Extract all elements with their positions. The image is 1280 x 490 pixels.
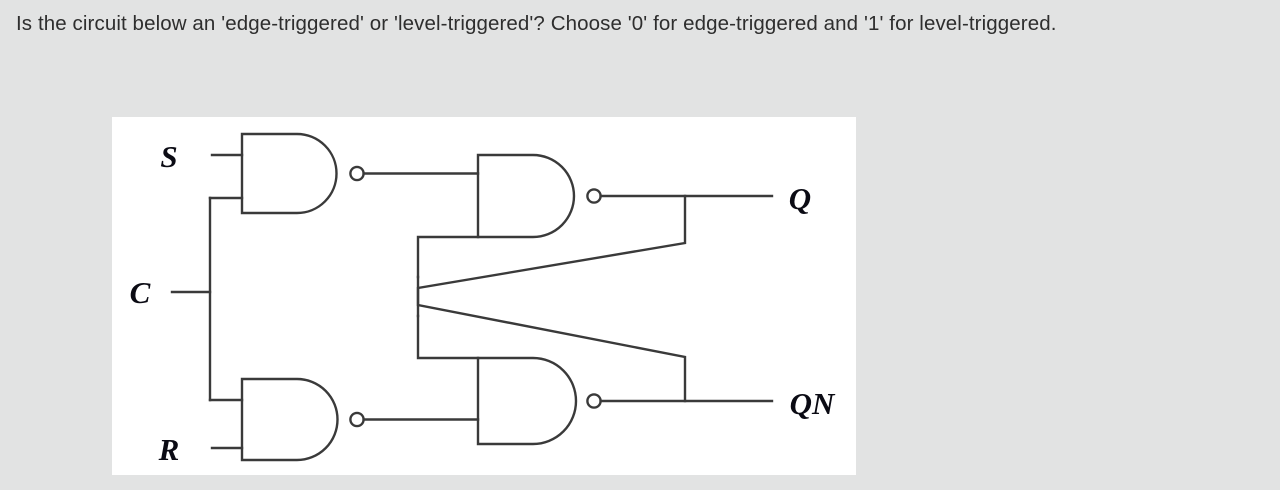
- wire-feedback-qn-rail: [416, 235, 480, 279]
- label-c: C: [130, 275, 151, 310]
- wire-feedback-q-to-nand-qn: [416, 194, 687, 318]
- label-qn: QN: [790, 386, 836, 421]
- nand-gate-qn-body: [476, 356, 578, 446]
- nand-gate-qn-bubble: [586, 393, 602, 409]
- nand-gate-r-body: [240, 377, 339, 462]
- label-r: R: [158, 432, 180, 467]
- circuit-figure-panel: S C R Q QN: [112, 117, 856, 475]
- label-s: S: [160, 139, 177, 174]
- wire-feedback-q-rail: [416, 314, 480, 360]
- nand-gate-q-body: [476, 153, 576, 239]
- label-q: Q: [789, 181, 811, 216]
- circuit-diagram: S C R Q QN: [130, 132, 836, 467]
- nand-gate-q-bubble: [586, 188, 602, 204]
- nand-gate-s-body: [240, 132, 338, 215]
- nand-gate-r-bubble: [349, 411, 365, 428]
- circuit-wires: [170, 132, 774, 462]
- question-text: Is the circuit below an 'edge-triggered'…: [16, 12, 1057, 35]
- nand-gate-s-bubble: [349, 165, 365, 182]
- wire-feedback-qn-to-nand-q: [416, 275, 687, 403]
